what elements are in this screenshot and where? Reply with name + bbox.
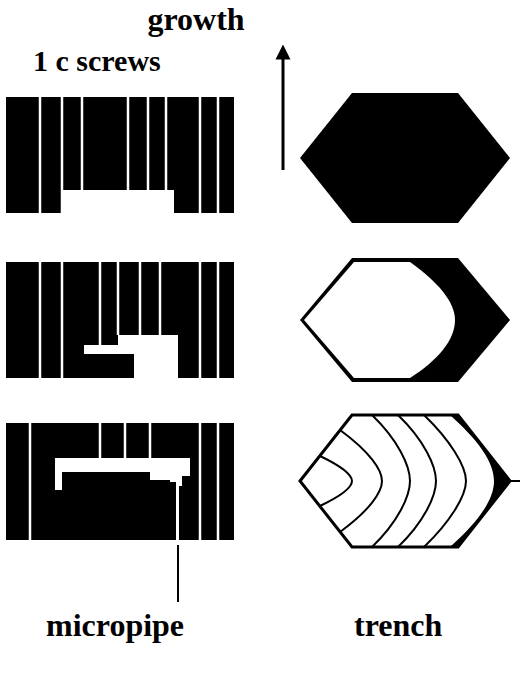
callout-label: micropipe bbox=[46, 608, 184, 643]
crystal-section-3 bbox=[6, 423, 234, 540]
axis-label: growth bbox=[147, 2, 244, 37]
hexagon-top-view-1 bbox=[300, 93, 510, 223]
growth-arrow bbox=[282, 52, 285, 170]
hexagon-top-view-2 bbox=[300, 258, 510, 382]
leader-line bbox=[177, 545, 179, 602]
hexagon-top-view-3 bbox=[300, 415, 520, 547]
panel-heading: 1 c screws bbox=[33, 44, 161, 77]
crystal-section-1 bbox=[6, 97, 234, 214]
crystal-section-2 bbox=[6, 262, 234, 379]
callout-label: trench bbox=[354, 608, 442, 643]
